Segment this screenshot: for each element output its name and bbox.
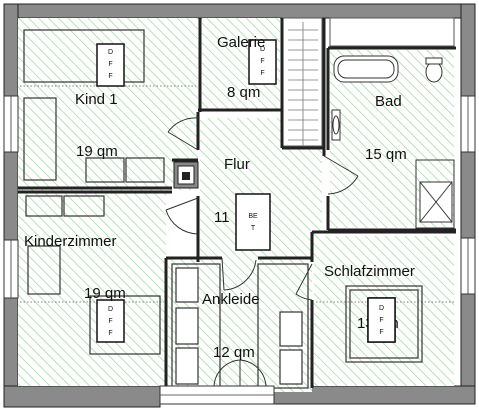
svg-text:T: T (251, 225, 256, 232)
room-name-kind1: Kind 1 (75, 91, 118, 108)
ankleide-shelves (175, 267, 303, 385)
room-name-bad: Bad (375, 93, 402, 110)
room-name-schlafzimmer: Schlafzimmer (324, 263, 415, 280)
staircase (281, 17, 323, 147)
room-area-bad: 15 qm (365, 146, 407, 163)
svg-text:D: D (108, 306, 113, 313)
dff-marker-schlafzimmer-overlay: D F F (367, 297, 396, 343)
interior-walls (18, 18, 456, 388)
bet-marker-flur: BE T (235, 193, 271, 251)
room-name-ankleide: Ankleide (202, 291, 260, 308)
svg-text:D: D (379, 305, 384, 312)
room-area-ankleide: 12 qm (213, 344, 255, 361)
kinderzimmer-furniture (25, 195, 161, 355)
svg-text:F: F (108, 73, 112, 80)
svg-text:F: F (260, 58, 264, 65)
svg-text:D: D (108, 49, 113, 56)
bad-fixtures (331, 55, 455, 229)
svg-text:D: D (260, 46, 265, 53)
svg-text:F: F (379, 317, 383, 324)
svg-text:F: F (108, 318, 112, 325)
dff-marker-kinderzimmer: D F F (96, 299, 125, 343)
room-name-flur: Flur (224, 156, 250, 173)
room-area-kind1: 19 qm (76, 143, 118, 160)
svg-text:F: F (108, 330, 112, 337)
dff-marker-kind1: D F F (96, 43, 125, 87)
kind1-furniture (23, 29, 165, 183)
room-name-galerie: Galerie (217, 34, 265, 51)
svg-text:BE: BE (248, 213, 258, 220)
window-box (329, 17, 455, 47)
dff-marker-galerie: D F F (248, 39, 277, 85)
chimney (173, 161, 199, 189)
room-area-galerie: 8 qm (227, 84, 260, 101)
room-area-kinderzimmer: 19 qm (84, 285, 126, 302)
schlafzimmer-bed (345, 285, 423, 363)
room-name-kinderzimmer: Kinderzimmer (24, 233, 117, 250)
room-area-flur: 11 (214, 209, 230, 226)
doors (165, 117, 359, 387)
svg-text:F: F (108, 61, 112, 68)
svg-text:F: F (260, 70, 264, 77)
svg-text:F: F (379, 329, 383, 336)
